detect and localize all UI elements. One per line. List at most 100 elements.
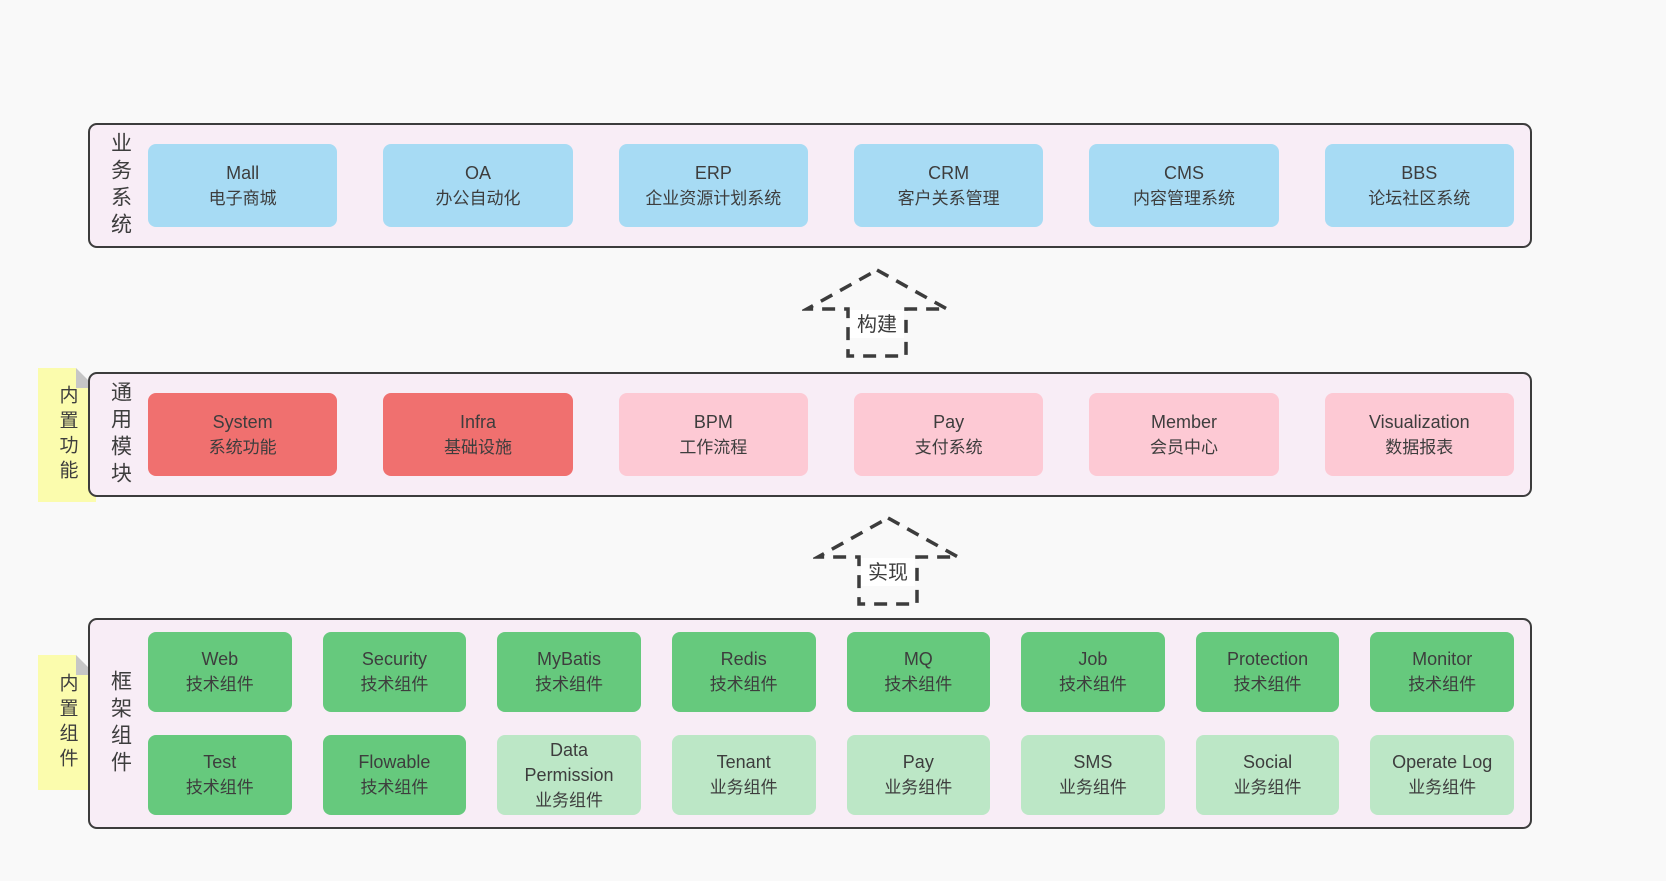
- box-mybatis: MyBatis 技术组件: [497, 632, 641, 712]
- box-sms: SMS 业务组件: [1021, 735, 1165, 815]
- box-title: Flowable: [358, 752, 431, 772]
- box-subtitle: 系统功能: [208, 437, 277, 457]
- box-subtitle: 技术组件: [185, 675, 254, 694]
- box-bpm: BPM 工作流程: [618, 393, 808, 476]
- arrow-implement: 实现: [813, 513, 963, 609]
- box-title: OA: [464, 162, 491, 183]
- box-subtitle: 技术组件: [360, 675, 429, 694]
- box-subtitle: 工作流程: [679, 437, 748, 457]
- box-subtitle: 技术组件: [185, 778, 254, 797]
- box-subtitle: 业务组件: [884, 778, 953, 797]
- box-web: Web 技术组件: [148, 632, 292, 712]
- box-subtitle: 论坛社区系统: [1368, 188, 1471, 208]
- box-subtitle: 业务组件: [1233, 778, 1302, 797]
- arrow-label: 实现: [868, 561, 908, 584]
- band-label-text: 通用模块: [108, 380, 132, 489]
- box-title: Web: [201, 649, 239, 669]
- arrow-label: 构建: [857, 313, 897, 336]
- box-title: Social: [1243, 752, 1293, 772]
- box-subtitle: 基础设施: [443, 437, 512, 457]
- box-title: Pay: [933, 411, 965, 432]
- box-data-permission: Data Permission 业务组件: [497, 735, 641, 815]
- box-title: Protection: [1227, 649, 1309, 669]
- box-title: Mall: [226, 162, 260, 183]
- box-visualization: Visualization 数据报表: [1324, 393, 1514, 476]
- arrow-label-bg: [850, 310, 904, 338]
- band-label-text: 框架组件: [108, 669, 132, 778]
- sticky-note-built-in-components: 内置组件: [38, 655, 96, 790]
- band-common-modules: 通用模块 System 系统功能 Infra 基础设施 BPM 工作流程 Pay…: [88, 372, 1532, 497]
- band-framework-components: 框架组件 Web 技术组件 Security 技术组件 MyBatis 技术组件…: [88, 618, 1532, 829]
- box-subtitle: 客户关系管理: [897, 188, 1000, 208]
- box-cms: CMS 内容管理系统: [1089, 144, 1279, 227]
- box-pay: Pay 支付系统: [853, 393, 1044, 476]
- box-subtitle: 业务组件: [535, 790, 604, 810]
- box-title: ERP: [694, 162, 732, 183]
- box-title: SMS: [1073, 752, 1113, 772]
- box-oa: OA 办公自动化: [383, 144, 573, 227]
- box-subtitle: 办公自动化: [435, 188, 521, 208]
- box-system: System 系统功能: [148, 393, 338, 476]
- box-subtitle: 技术组件: [884, 675, 953, 694]
- framework-row-1: Web 技术组件 Security 技术组件 MyBatis 技术组件 Redi…: [148, 632, 1514, 712]
- box-pay-component: Pay 业务组件: [846, 735, 991, 815]
- box-subtitle: 技术组件: [360, 778, 429, 797]
- box-title: CMS: [1163, 162, 1204, 183]
- box-title: Infra: [459, 411, 496, 432]
- arrow-label-bg: [861, 558, 915, 586]
- box-subtitle: 支付系统: [914, 437, 983, 457]
- box-subtitle: 技术组件: [1408, 675, 1477, 694]
- box-title: Data Permission: [524, 739, 614, 785]
- box-job: Job 技术组件: [1021, 632, 1165, 712]
- box-title: Pay: [902, 752, 934, 772]
- box-title: Job: [1078, 649, 1108, 669]
- business-systems-boxes: Mall 电子商城 OA 办公自动化 ERP 企业资源计划系统 CRM 客户关系…: [144, 125, 1530, 246]
- box-security: Security 技术组件: [322, 632, 467, 712]
- box-title: Test: [203, 752, 237, 772]
- box-title: Member: [1150, 411, 1217, 432]
- box-title: CRM: [928, 162, 970, 183]
- box-subtitle: 内容管理系统: [1132, 188, 1235, 208]
- box-tenant: Tenant 业务组件: [671, 735, 816, 815]
- box-subtitle: 会员中心: [1149, 437, 1218, 457]
- dashed-up-arrow-icon: 构建: [802, 267, 952, 358]
- box-infra: Infra 基础设施: [383, 393, 573, 476]
- band-framework-components-label: 框架组件: [96, 620, 144, 827]
- box-subtitle: 业务组件: [1058, 778, 1127, 797]
- box-protection: Protection 技术组件: [1195, 632, 1340, 712]
- box-subtitle: 数据报表: [1385, 437, 1454, 457]
- box-subtitle: 技术组件: [709, 675, 778, 694]
- common-modules-boxes: System 系统功能 Infra 基础设施 BPM 工作流程 Pay 支付系统…: [144, 374, 1530, 495]
- box-subtitle: 业务组件: [709, 778, 778, 797]
- box-title: Redis: [720, 649, 767, 669]
- box-test: Test 技术组件: [148, 735, 292, 815]
- band-business-systems-label: 业务系统: [96, 125, 144, 246]
- box-title: MyBatis: [537, 649, 602, 669]
- box-title: MQ: [903, 649, 933, 669]
- box-subtitle: 技术组件: [535, 675, 604, 694]
- note-text: 内置功能: [56, 385, 78, 485]
- box-mq: MQ 技术组件: [846, 632, 991, 712]
- box-redis: Redis 技术组件: [671, 632, 816, 712]
- box-bbs: BBS 论坛社区系统: [1324, 144, 1514, 227]
- box-title: BBS: [1401, 162, 1438, 183]
- box-title: Security: [361, 649, 427, 669]
- box-subtitle: 技术组件: [1058, 675, 1127, 694]
- box-flowable: Flowable 技术组件: [322, 735, 467, 815]
- box-social: Social 业务组件: [1195, 735, 1340, 815]
- box-title: Tenant: [716, 752, 771, 772]
- box-crm: CRM 客户关系管理: [853, 144, 1044, 227]
- band-business-systems: 业务系统 Mall 电子商城 OA 办公自动化 ERP 企业资源计划系统 CRM…: [88, 123, 1532, 248]
- box-title: Monitor: [1412, 649, 1473, 669]
- note-text: 内置组件: [56, 672, 78, 773]
- band-common-modules-label: 通用模块: [96, 374, 144, 495]
- box-erp: ERP 企业资源计划系统: [618, 144, 808, 227]
- framework-components-grid: Web 技术组件 Security 技术组件 MyBatis 技术组件 Redi…: [144, 620, 1530, 827]
- box-monitor: Monitor 技术组件: [1370, 632, 1514, 712]
- box-subtitle: 业务组件: [1408, 778, 1477, 797]
- box-subtitle: 企业资源计划系统: [645, 188, 782, 208]
- box-title: Operate Log: [1392, 752, 1493, 772]
- arrow-build: 构建: [802, 265, 952, 361]
- dashed-up-arrow-icon: 实现: [813, 515, 963, 606]
- box-title: BPM: [693, 411, 733, 432]
